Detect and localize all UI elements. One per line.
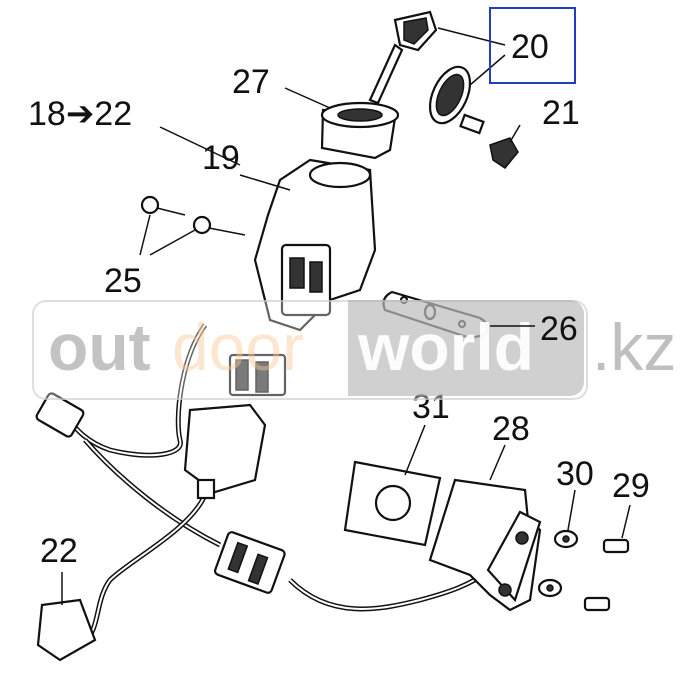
watermark-out: out [48,310,151,384]
watermark-kz: .kz [592,310,677,384]
screw-icon [140,195,246,236]
ignition-switch [183,158,377,500]
key-icon [368,10,438,105]
lock-cylinder [320,101,400,160]
wiring-harness [58,323,492,643]
label-19: 19 [202,139,240,177]
label-18-22: 18➔22 [28,95,132,133]
label-27: 27 [232,63,270,101]
watermark-world: world [358,310,534,384]
highlight-box [489,7,576,84]
washer-icon [537,529,579,598]
label-25: 25 [104,262,142,300]
label-20: 20 [511,28,549,66]
bracket [428,478,542,612]
bolt-icon [583,538,630,612]
label-30: 30 [556,455,594,493]
label-29: 29 [612,467,650,505]
connector-icon [35,392,286,662]
label-28: 28 [492,410,530,448]
watermark-dark-panel [348,300,584,396]
label-22: 22 [40,532,78,570]
pad [343,460,442,547]
leader-lines [61,27,631,605]
key-cap-icon [428,65,519,170]
label-21: 21 [542,94,580,132]
watermark-door: door [172,310,305,384]
